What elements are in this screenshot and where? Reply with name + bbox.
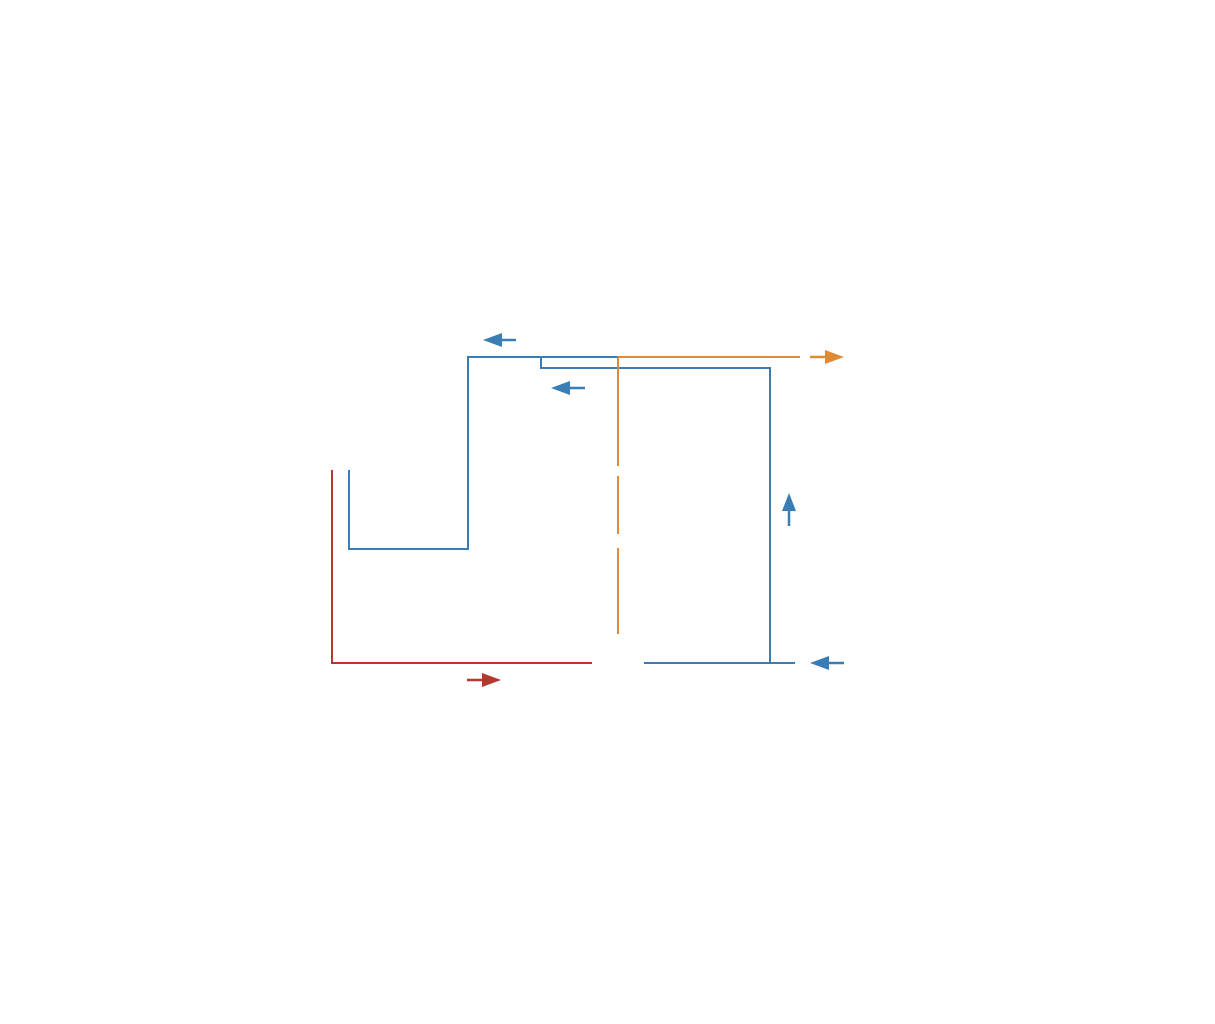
red-right-arrow bbox=[467, 673, 501, 687]
red-outlet-line bbox=[331, 470, 592, 664]
blue-left-arrow-inner bbox=[551, 381, 585, 395]
blue-left-arrow-bottom bbox=[810, 656, 844, 670]
blue-loop-line bbox=[348, 356, 618, 550]
blue-inner-loop-line bbox=[540, 357, 771, 663]
orange-right-arrow bbox=[810, 350, 844, 364]
blue-left-arrow-top bbox=[483, 333, 516, 347]
blue-up-arrow bbox=[782, 493, 796, 526]
